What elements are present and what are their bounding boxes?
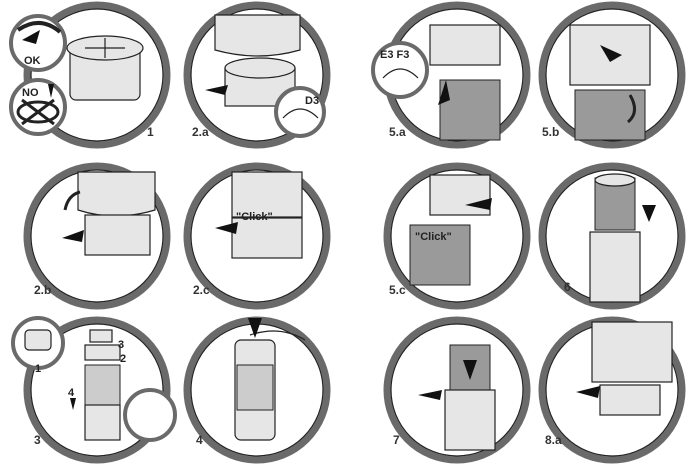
step-label-5b: 5.b — [542, 125, 559, 139]
callout-3-4: 4 — [68, 387, 75, 399]
callout-no: NO — [22, 87, 39, 99]
step-5b-illustration — [538, 1, 686, 149]
callout-3-1: 1 — [35, 363, 41, 375]
callout-ok: OK — [24, 55, 41, 67]
step-6-illustration — [538, 162, 686, 310]
step-label-4: 4 — [196, 433, 203, 447]
step-label-5c: 5.c — [389, 283, 406, 297]
callout-3-3: 3 — [118, 339, 124, 351]
step-label-7: 7 — [393, 433, 400, 447]
step-2a-illustration — [183, 1, 331, 149]
step-label-1: 1 — [147, 125, 154, 139]
step-5a-illustration — [371, 1, 531, 149]
callout-e3-f3: E3 F3 — [380, 49, 409, 61]
callout-3-2: 2 — [120, 353, 126, 365]
step-label-8a: 8.a — [545, 433, 562, 447]
step-3-illustration — [11, 316, 177, 464]
step-label-5a: 5.a — [389, 125, 406, 139]
step-5c-illustration — [383, 162, 531, 310]
step-4-illustration — [183, 316, 331, 464]
step-1-illustration — [9, 1, 171, 149]
step-7-illustration — [383, 316, 531, 464]
step-2b-illustration — [23, 162, 171, 310]
step-2c-illustration — [183, 162, 331, 310]
step-label-3: 3 — [34, 433, 41, 447]
callout-d3: D3 — [305, 95, 319, 107]
step-label-2b: 2.b — [34, 283, 51, 297]
step-label-2a: 2.a — [192, 125, 209, 139]
callout-click: "Click" — [236, 211, 273, 223]
step-label-2c: 2.c — [193, 283, 210, 297]
callout-click-5c: "Click" — [415, 231, 452, 243]
step-8a-illustration — [538, 316, 686, 464]
step-label-6: 6 — [564, 280, 571, 294]
